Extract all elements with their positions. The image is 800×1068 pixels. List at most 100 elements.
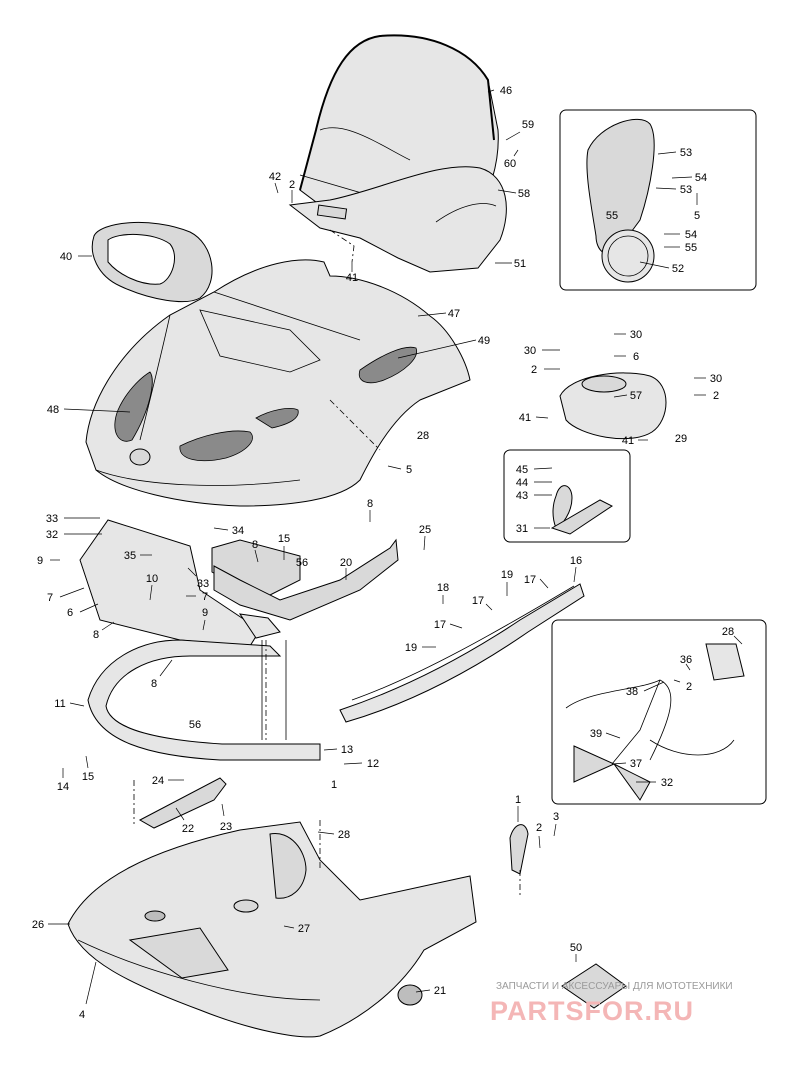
callout-c32b: 32 xyxy=(661,777,673,789)
callout-leader-c13 xyxy=(323,748,338,751)
callout-leader-c11 xyxy=(69,702,85,707)
callout-c35: 35 xyxy=(124,550,136,562)
callout-c56a: 56 xyxy=(296,557,308,569)
callout-leader-c5a xyxy=(387,465,402,470)
callout-leader-c8c xyxy=(101,621,115,631)
callout-c39: 39 xyxy=(590,728,602,740)
callout-leader-c2d xyxy=(673,679,681,683)
callout-leader-c46 xyxy=(487,89,495,93)
callout-leader-c17c xyxy=(449,623,463,629)
callout-c46: 46 xyxy=(500,85,512,97)
callout-c43: 43 xyxy=(516,490,528,502)
callout-c26: 26 xyxy=(32,919,44,931)
callout-c25: 25 xyxy=(419,524,431,536)
instrument-console xyxy=(91,222,213,303)
callout-c30a: 30 xyxy=(630,329,642,341)
callout-c6a: 6 xyxy=(633,351,639,363)
callout-c52: 52 xyxy=(672,263,684,275)
callout-leader-c10 xyxy=(149,584,153,601)
callout-c27: 27 xyxy=(298,923,310,935)
windshield-lower-panel xyxy=(288,166,507,273)
callout-c6b: 6 xyxy=(67,607,73,619)
callout-c9b: 9 xyxy=(202,607,208,619)
running-board-rail xyxy=(339,583,585,723)
callout-leader-c45 xyxy=(533,467,553,470)
callout-leader-c52 xyxy=(639,261,670,269)
callout-leader-c3 xyxy=(553,823,557,837)
callout-leader-c2e xyxy=(538,835,541,849)
callout-c16: 16 xyxy=(570,555,582,567)
callout-leader-c12 xyxy=(343,762,363,765)
callout-leader-c28c xyxy=(317,831,335,835)
callout-c19a: 19 xyxy=(501,569,513,581)
callout-c28c: 28 xyxy=(338,829,350,841)
callout-leader-c6b xyxy=(79,603,99,613)
belly-pan xyxy=(67,821,477,1038)
callout-leader-c27 xyxy=(283,925,295,929)
callout-c60: 60 xyxy=(504,158,516,170)
callout-leader-c41b xyxy=(535,416,549,419)
callout-leader-c9b xyxy=(202,619,206,631)
headlamp-inset xyxy=(559,109,757,291)
callout-leader-c47 xyxy=(417,312,447,317)
assembly-guides xyxy=(133,229,521,896)
watermark-site: PARTSFOR.RU xyxy=(490,996,694,1026)
callout-leader-c48 xyxy=(63,408,131,413)
callout-c4: 4 xyxy=(79,1009,85,1021)
callout-c47: 47 xyxy=(448,308,460,320)
callout-leader-c57 xyxy=(613,394,628,398)
callout-c55b: 55 xyxy=(685,242,697,254)
callout-c18: 18 xyxy=(437,582,449,594)
callout-c1a: 1 xyxy=(331,779,337,791)
callout-c14: 14 xyxy=(57,781,69,793)
callout-c30b: 30 xyxy=(524,345,536,357)
callout-c8b: 8 xyxy=(252,539,258,551)
mount-inset xyxy=(503,449,631,543)
callout-c28b: 28 xyxy=(722,626,734,638)
callout-leader-c53a xyxy=(657,151,677,155)
watermark-tagline: ЗАПЧАСТИ И АКСЕССУАРЫ ДЛЯ МОТОТЕХНИКИ xyxy=(496,981,733,992)
callout-leader-c60 xyxy=(513,149,519,157)
callout-c32a: 32 xyxy=(46,529,58,541)
callout-c53a: 53 xyxy=(680,147,692,159)
callout-c11: 11 xyxy=(54,698,65,710)
hood xyxy=(85,259,471,507)
callout-c17c: 17 xyxy=(434,619,446,631)
callout-leader-c59 xyxy=(505,131,521,141)
callout-c19b: 19 xyxy=(405,642,417,654)
callout-c2d: 2 xyxy=(686,681,692,693)
callout-c10: 10 xyxy=(146,573,158,585)
callout-leader-c34 xyxy=(213,527,229,531)
callout-c51: 51 xyxy=(514,258,526,270)
callout-leader-c42 xyxy=(274,182,279,194)
callout-leader-c17a xyxy=(539,578,549,589)
callout-c57: 57 xyxy=(630,390,642,402)
callout-leader-c7a xyxy=(59,587,85,598)
callout-c59: 59 xyxy=(522,119,534,131)
callout-c20: 20 xyxy=(340,557,352,569)
callout-c45: 45 xyxy=(516,464,528,476)
callout-c37: 37 xyxy=(630,758,642,770)
callout-c7a: 7 xyxy=(47,592,53,604)
callout-leader-c39 xyxy=(605,732,621,739)
callout-c44: 44 xyxy=(516,477,528,489)
callout-c22: 22 xyxy=(182,823,194,835)
callout-leader-c53b xyxy=(655,187,677,190)
callout-leader-c58 xyxy=(497,189,517,194)
callout-c5b: 5 xyxy=(694,210,700,222)
callout-c33a: 33 xyxy=(46,513,58,525)
callout-c42: 42 xyxy=(269,171,281,183)
callout-leader-c16 xyxy=(573,566,577,583)
callout-c21: 21 xyxy=(434,985,446,997)
callout-leader-c38 xyxy=(643,681,665,692)
callout-leader-c22 xyxy=(175,807,185,821)
callout-c49: 49 xyxy=(478,335,490,347)
callout-c55a: 55 xyxy=(606,210,618,222)
callout-c24: 24 xyxy=(152,775,164,787)
callout-leader-c36 xyxy=(685,663,691,671)
callout-c2e: 2 xyxy=(536,822,542,834)
callout-leader-c17b xyxy=(485,603,493,611)
callout-c12: 12 xyxy=(367,758,379,770)
